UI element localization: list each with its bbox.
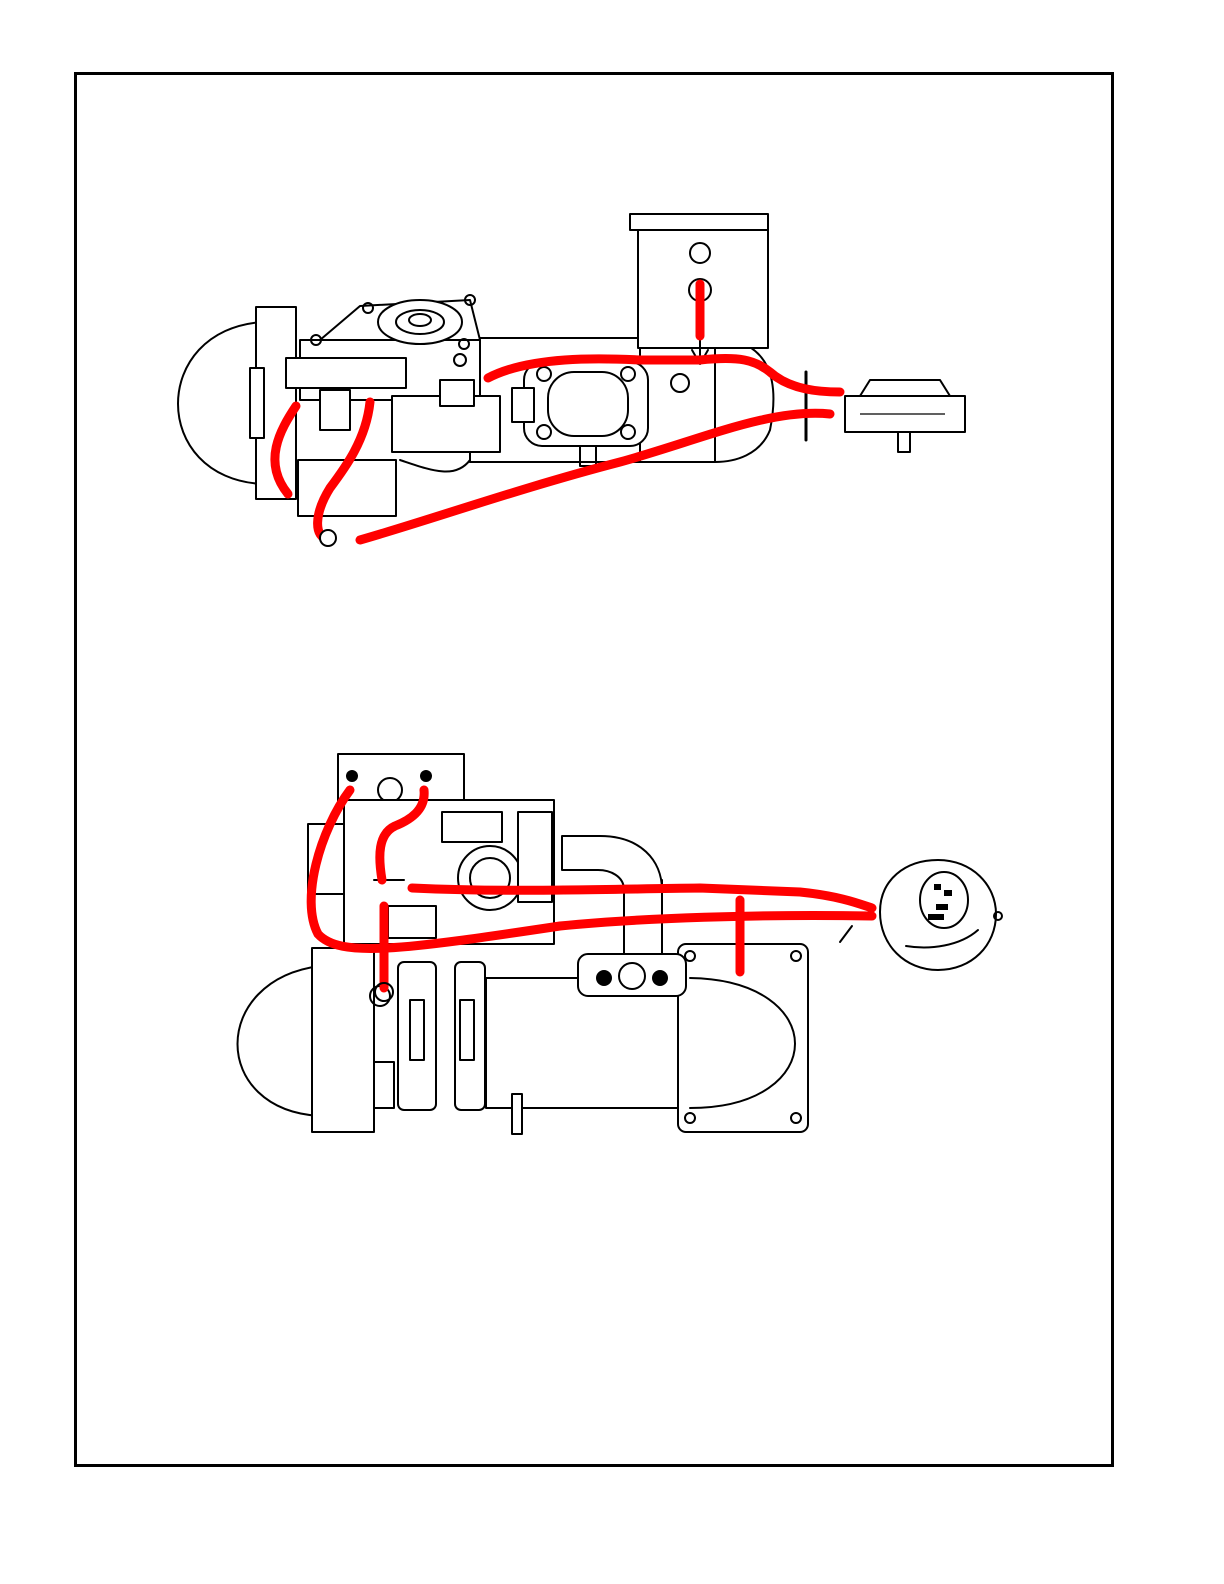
upper-valve-dial xyxy=(378,300,462,344)
upper-duct-flange xyxy=(630,214,768,230)
upper-window-plate xyxy=(524,362,648,446)
lower-blower-plate xyxy=(312,948,374,1132)
lower-blower-dome xyxy=(238,966,321,1116)
lower-valve-knob xyxy=(458,846,522,910)
lower-main-tube xyxy=(486,978,682,1108)
